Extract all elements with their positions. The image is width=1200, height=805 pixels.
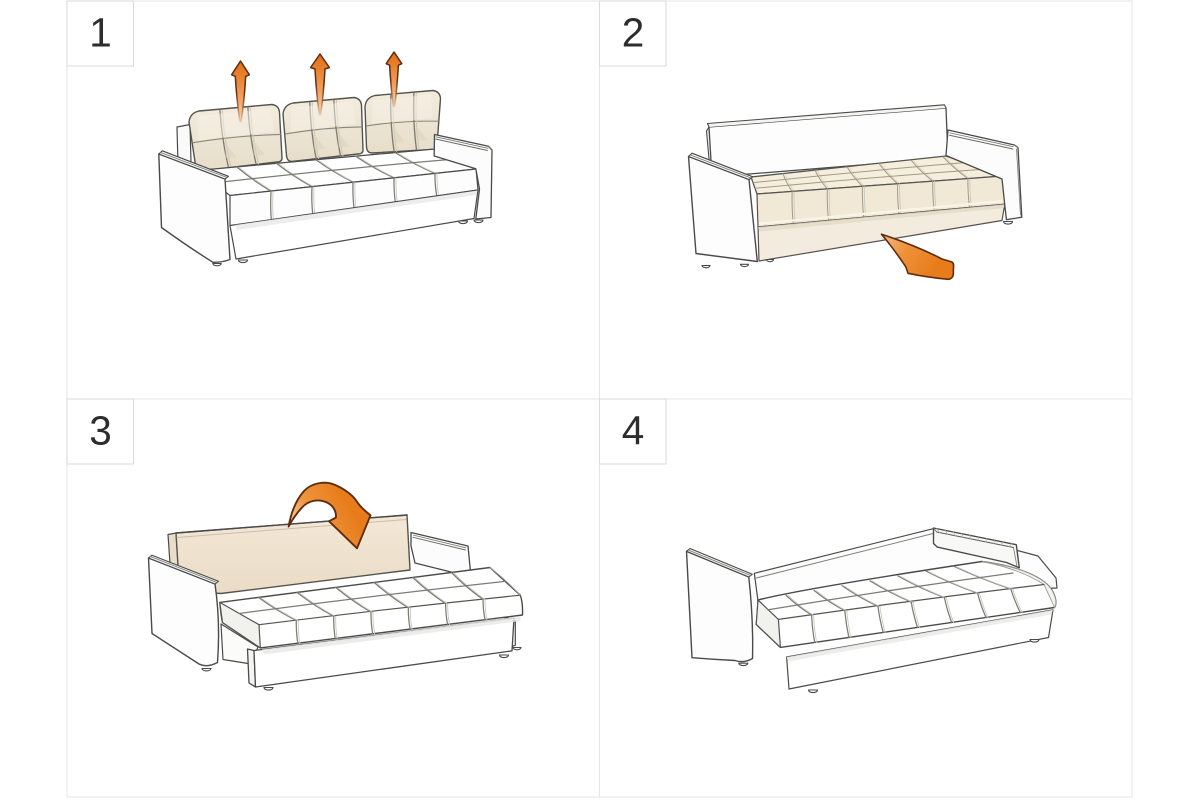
svg-text:1: 1 [89, 10, 112, 56]
svg-text:3: 3 [89, 408, 112, 454]
svg-text:2: 2 [622, 10, 645, 56]
svg-text:4: 4 [622, 408, 645, 454]
